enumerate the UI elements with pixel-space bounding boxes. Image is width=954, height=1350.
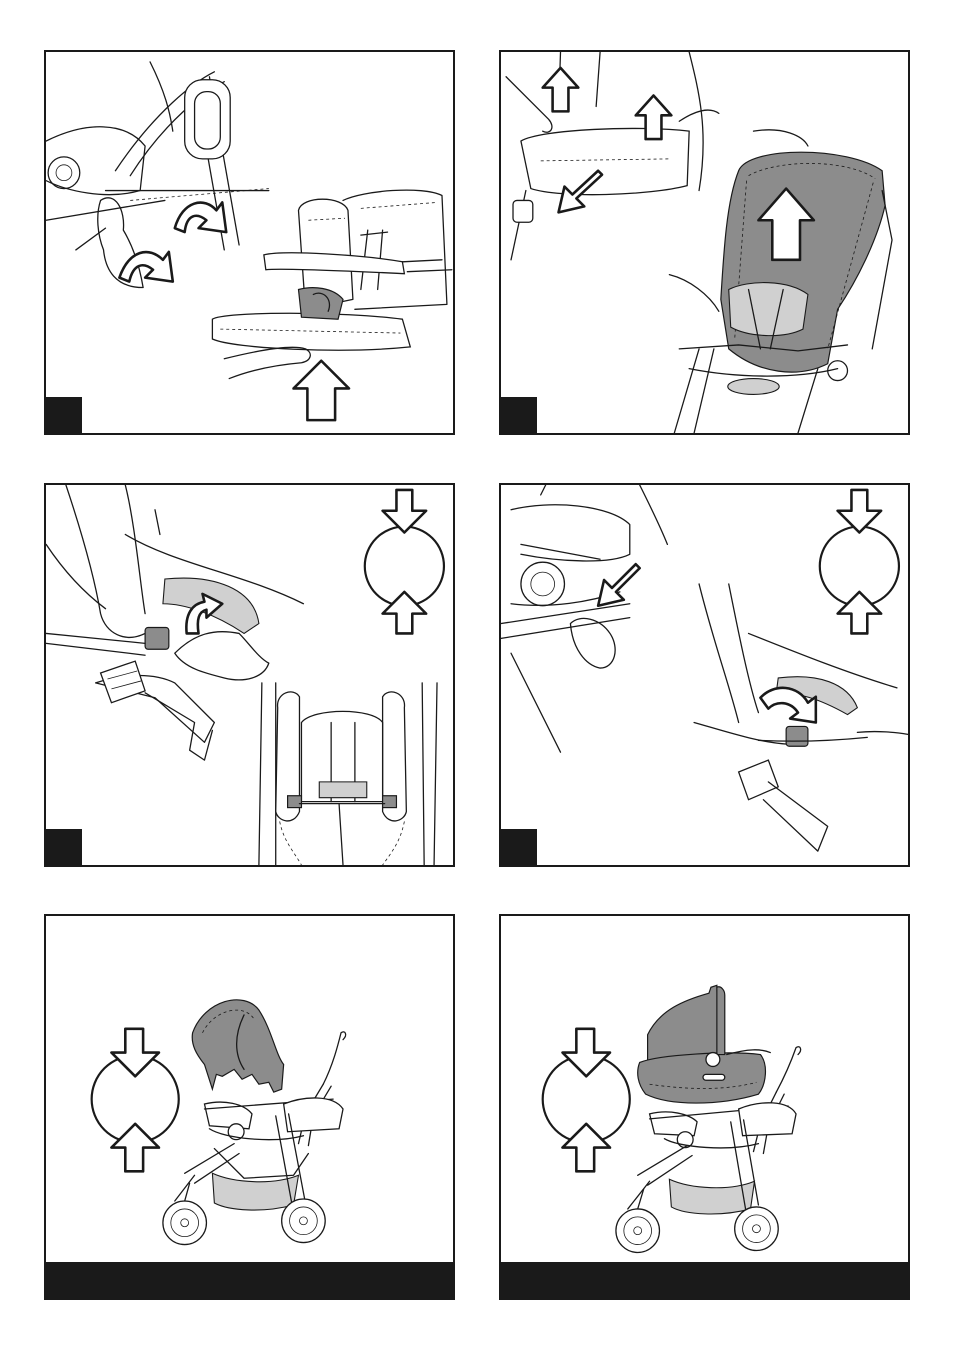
step-marker bbox=[46, 829, 82, 865]
panel-car-seat-stroller bbox=[44, 914, 455, 1300]
panel-remove-bumper-bar bbox=[44, 50, 455, 435]
panel-unhook-harness bbox=[44, 483, 455, 867]
carrycot-stroller-illustration bbox=[501, 916, 908, 1298]
bottom-bar bbox=[501, 1262, 908, 1298]
seat-fabric-illustration bbox=[501, 52, 908, 433]
step-marker bbox=[501, 829, 537, 865]
panel-hook-harness bbox=[499, 483, 910, 867]
unhook-harness-illustration bbox=[46, 485, 453, 865]
step-marker bbox=[46, 397, 82, 433]
bumper-bar-illustration bbox=[46, 52, 453, 433]
panel-carrycot-stroller bbox=[499, 914, 910, 1300]
hook-harness-illustration bbox=[501, 485, 908, 865]
step-marker bbox=[501, 397, 537, 433]
car-seat-stroller-illustration bbox=[46, 916, 453, 1298]
bottom-bar bbox=[46, 1262, 453, 1298]
panel-remove-seat-fabric bbox=[499, 50, 910, 435]
